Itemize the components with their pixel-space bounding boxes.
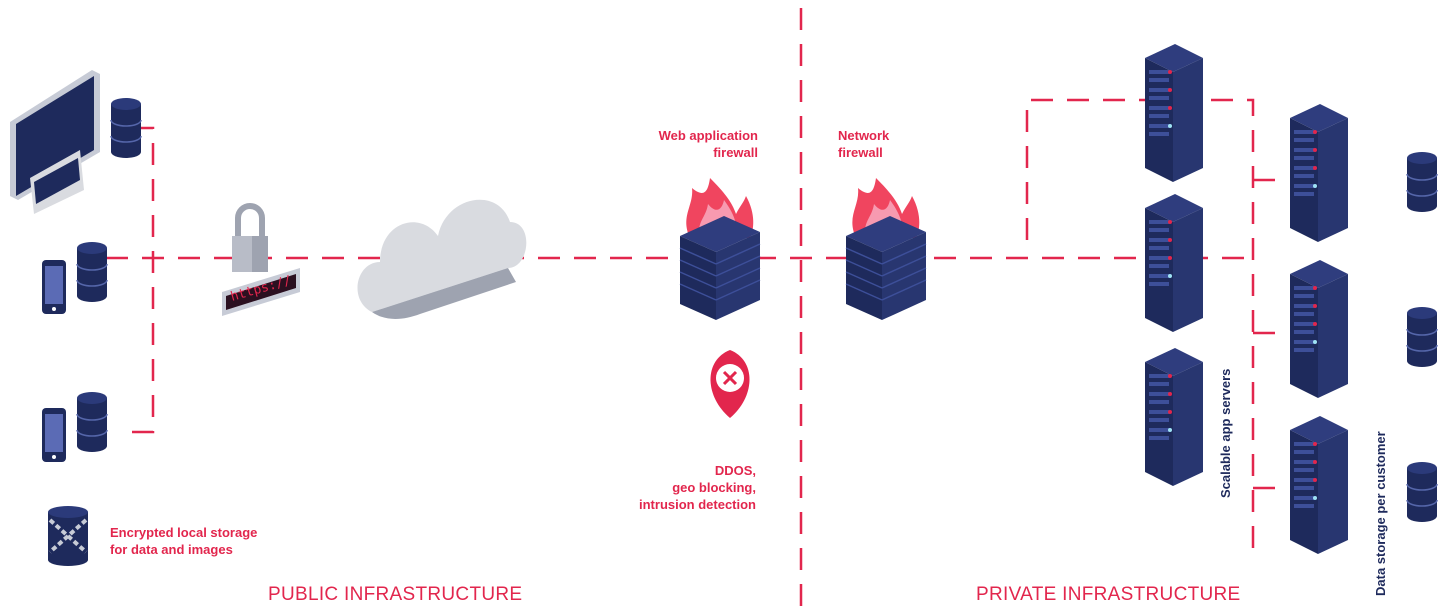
firewall-icon xyxy=(845,177,927,321)
ddos-label: DDOS, geo blocking, intrusion detection xyxy=(600,462,756,513)
ddos-line-3: intrusion detection xyxy=(639,497,756,512)
cloud-icon xyxy=(357,199,527,319)
phone-icon xyxy=(42,260,66,314)
nf-line-2: firewall xyxy=(838,145,883,160)
block-pin-icon xyxy=(710,350,750,418)
ddos-line-2: geo blocking, xyxy=(672,480,756,495)
encrypted-storage-label: Encrypted local storage for data and ima… xyxy=(110,524,310,558)
server-rack-icon xyxy=(1145,44,1203,182)
private-infrastructure-title: PRIVATE INFRASTRUCTURE xyxy=(976,584,1241,605)
tablet-icon xyxy=(42,408,66,462)
firewall-icon xyxy=(679,177,761,321)
server-rack-icon xyxy=(1290,260,1348,398)
nf-line-1: Network xyxy=(838,128,890,143)
database-icon xyxy=(1406,461,1438,523)
enc-line-2: for data and images xyxy=(110,542,233,557)
database-icon xyxy=(76,241,108,303)
encrypted-storage-icon xyxy=(48,506,88,566)
enc-line-1: Encrypted local storage xyxy=(110,525,258,540)
monitor-icon xyxy=(10,70,100,214)
data-storage-per-customer-label: Data storage per customer xyxy=(1373,431,1388,596)
waf-line-2: firewall xyxy=(713,145,758,160)
public-infrastructure-title: PUBLIC INFRASTRUCTURE xyxy=(268,584,523,605)
https-badge: https:// xyxy=(222,268,300,316)
database-icon xyxy=(1406,151,1438,213)
server-rack-icon xyxy=(1290,104,1348,242)
ddos-line-1: DDOS, xyxy=(714,463,756,478)
database-icon xyxy=(110,97,142,159)
database-icon xyxy=(1406,306,1438,368)
web-application-firewall-label: Web application firewall xyxy=(628,127,758,161)
network-firewall-label: Network firewall xyxy=(838,127,938,161)
scalable-app-servers-label: Scalable app servers xyxy=(1218,368,1233,498)
waf-line-1: Web application xyxy=(658,128,758,143)
padlock-icon xyxy=(232,203,268,272)
database-icon xyxy=(76,391,108,453)
server-rack-icon xyxy=(1290,416,1348,554)
server-rack-icon xyxy=(1145,194,1203,332)
server-rack-icon xyxy=(1145,348,1203,486)
